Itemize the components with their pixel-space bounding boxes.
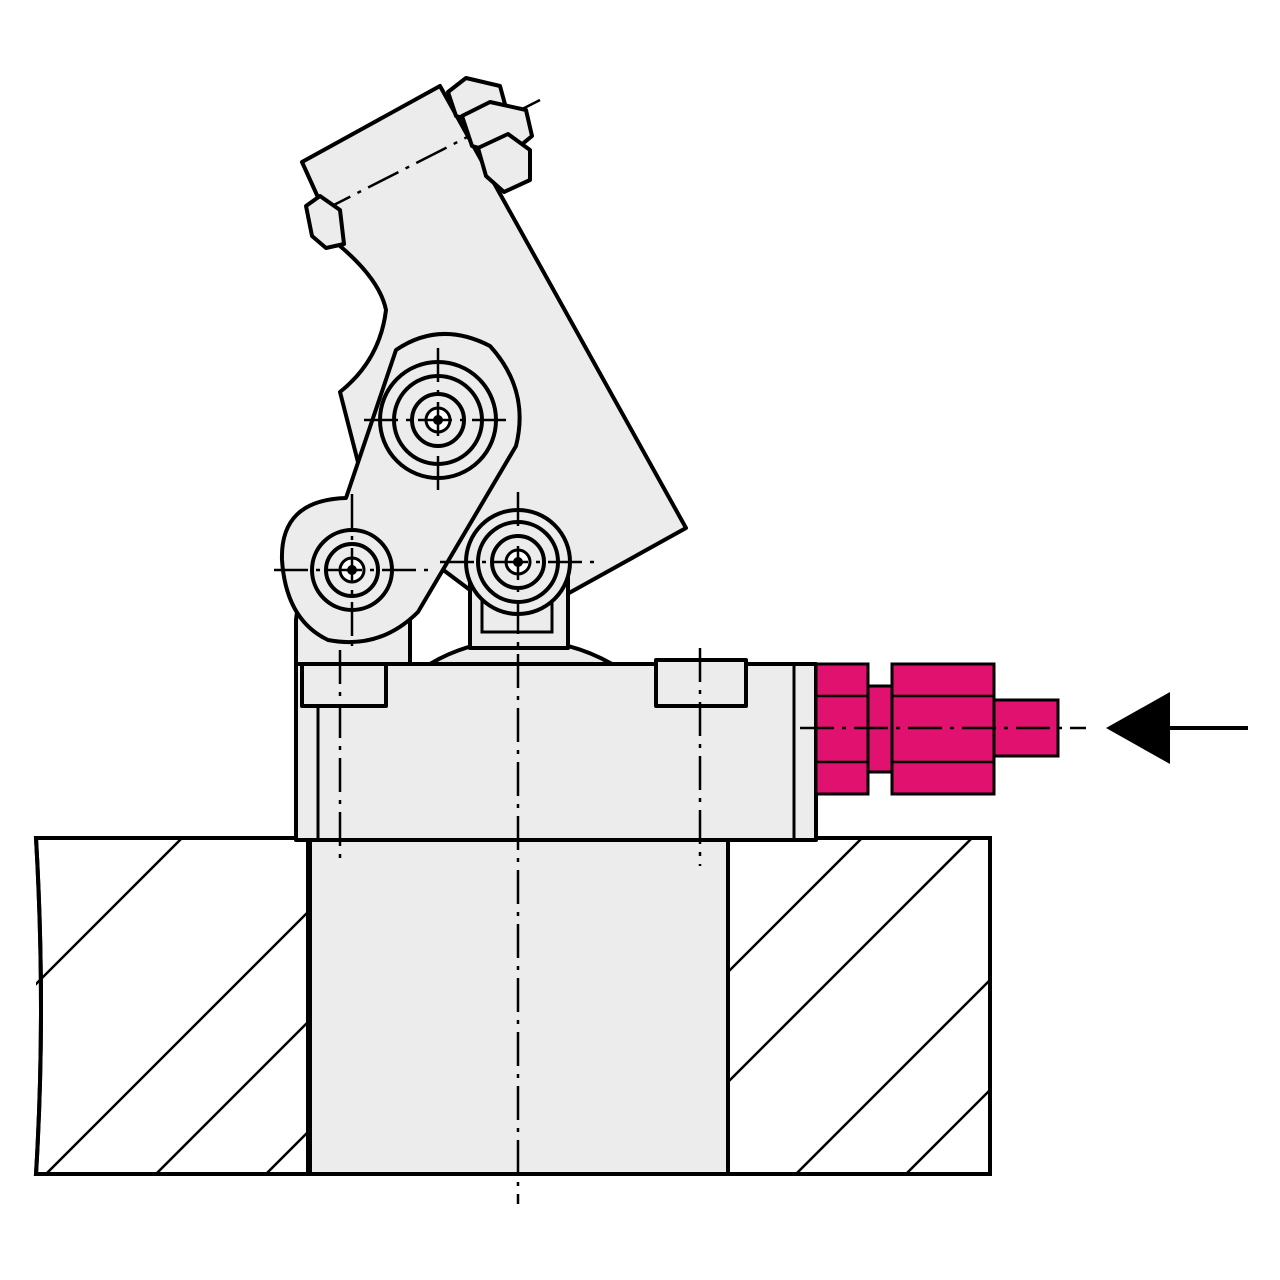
hatching-right bbox=[730, 840, 988, 1174]
mounting-plate bbox=[33, 836, 992, 1176]
bolt-end-left bbox=[304, 194, 346, 250]
hatching-left bbox=[36, 840, 308, 1174]
plate-left-section bbox=[33, 836, 310, 1176]
hydraulic-fitting bbox=[800, 662, 1086, 796]
hex-nut-stack bbox=[304, 76, 534, 250]
flow-direction-arrow-icon bbox=[1106, 692, 1248, 764]
pivot-lower-left bbox=[310, 528, 394, 612]
centerlines bbox=[274, 348, 702, 1204]
screw-head-left bbox=[300, 658, 388, 708]
